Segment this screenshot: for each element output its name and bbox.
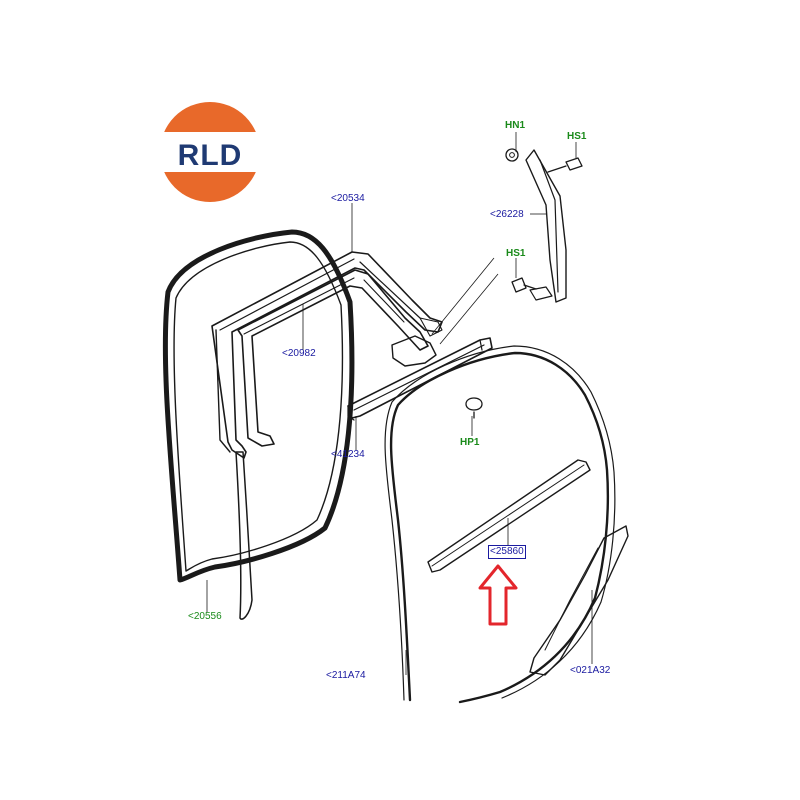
screw-hs1-top — [547, 157, 583, 173]
callout-20982: <20982 — [282, 348, 316, 359]
rld-logo — [155, 102, 265, 202]
callout-20534: <20534 — [331, 193, 365, 204]
callout-hs1-mid: HS1 — [506, 248, 526, 259]
callout-26228: <26228 — [490, 209, 524, 220]
callout-hn1: HN1 — [505, 120, 526, 131]
glass-run-channel — [237, 269, 429, 447]
rear-pillar-trim — [529, 525, 629, 676]
logo-text: RLD — [177, 139, 243, 172]
callout-021A32: <021A32 — [570, 665, 611, 676]
callout-20556: <20556 — [188, 611, 222, 622]
center-bracket — [391, 335, 437, 367]
rear-door-seal — [389, 351, 610, 704]
outer-door-seal — [162, 229, 355, 583]
nut-hn1 — [505, 148, 519, 162]
callout-41234: <41234 — [331, 449, 365, 460]
callout-211A74: <211A74 — [326, 670, 366, 681]
callout-hp1: HP1 — [460, 437, 480, 448]
b-pillar-trim — [525, 149, 567, 303]
screw-hs1-mid — [511, 277, 537, 293]
waist-seal-strip — [427, 459, 591, 573]
window-channel-frame — [211, 251, 443, 459]
inner-door-seal — [235, 451, 253, 620]
highlight-arrow — [478, 564, 518, 626]
callout-25860: <25860 — [488, 545, 526, 559]
callout-hs1-top: HS1 — [567, 131, 587, 142]
clip-hp1 — [465, 397, 483, 419]
